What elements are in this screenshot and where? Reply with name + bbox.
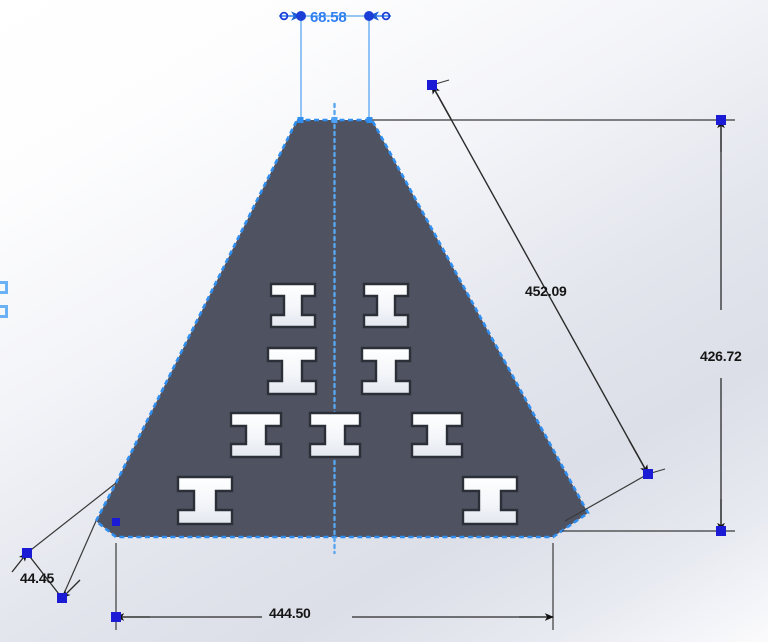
dimension-label-top-width[interactable]: 68.58 — [310, 9, 347, 26]
cutout-row3-center — [308, 411, 362, 459]
dimension-corner-chamfer[interactable] — [11, 482, 120, 603]
cutout-row1-left — [269, 282, 317, 329]
cutout-row1-right — [362, 282, 410, 329]
sketch-relation-icon[interactable] — [0, 305, 8, 318]
dimension-label-overall-height[interactable]: 426.72 — [700, 348, 742, 364]
cutout-row3-left — [229, 411, 283, 459]
sketch-relation-icon[interactable] — [0, 281, 8, 294]
dimension-overall-height[interactable] — [716, 115, 726, 536]
dimension-bottom-width[interactable] — [111, 543, 554, 630]
dimension-label-bottom-width[interactable]: 444.50 — [269, 605, 311, 621]
dimension-slant-length[interactable] — [372, 79, 735, 532]
plate-body[interactable] — [94, 118, 590, 539]
cutout-row2-left — [266, 346, 318, 396]
cutout-row4-left — [176, 475, 234, 526]
dimension-label-corner-chamfer[interactable]: 44.45 — [20, 570, 55, 586]
cutout-row2-right — [360, 346, 412, 396]
cutout-row3-right — [410, 411, 464, 459]
dimension-label-slant-length[interactable]: 452.09 — [525, 283, 567, 299]
dimension-top-width[interactable] — [279, 11, 391, 123]
cutout-row4-right — [461, 475, 519, 526]
